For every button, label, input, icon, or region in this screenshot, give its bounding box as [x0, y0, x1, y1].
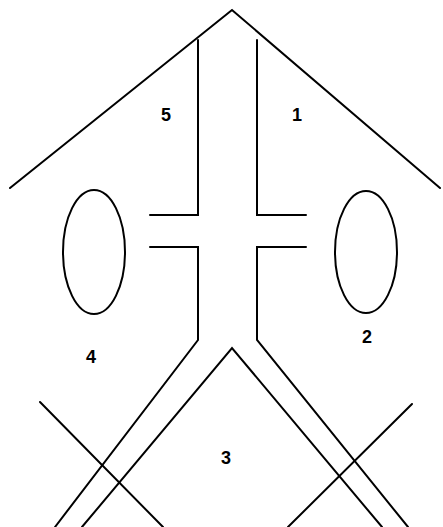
callout-number: 3: [221, 449, 231, 467]
vessel-wall: [257, 40, 306, 215]
crossing-line: [288, 404, 412, 527]
roof-outline: [10, 10, 440, 188]
vessel-wall: [150, 40, 198, 215]
vessel-wall: [257, 247, 408, 527]
vessel-wall: [55, 247, 198, 527]
organ-oval: [63, 190, 125, 314]
vessel-wall: [82, 348, 382, 527]
callout-number: 5: [161, 106, 171, 124]
callout-number: 1: [292, 106, 302, 124]
crossing-line: [40, 402, 163, 527]
callout-number: 4: [86, 348, 96, 366]
organ-oval: [335, 191, 397, 313]
callout-number: 2: [362, 328, 372, 346]
